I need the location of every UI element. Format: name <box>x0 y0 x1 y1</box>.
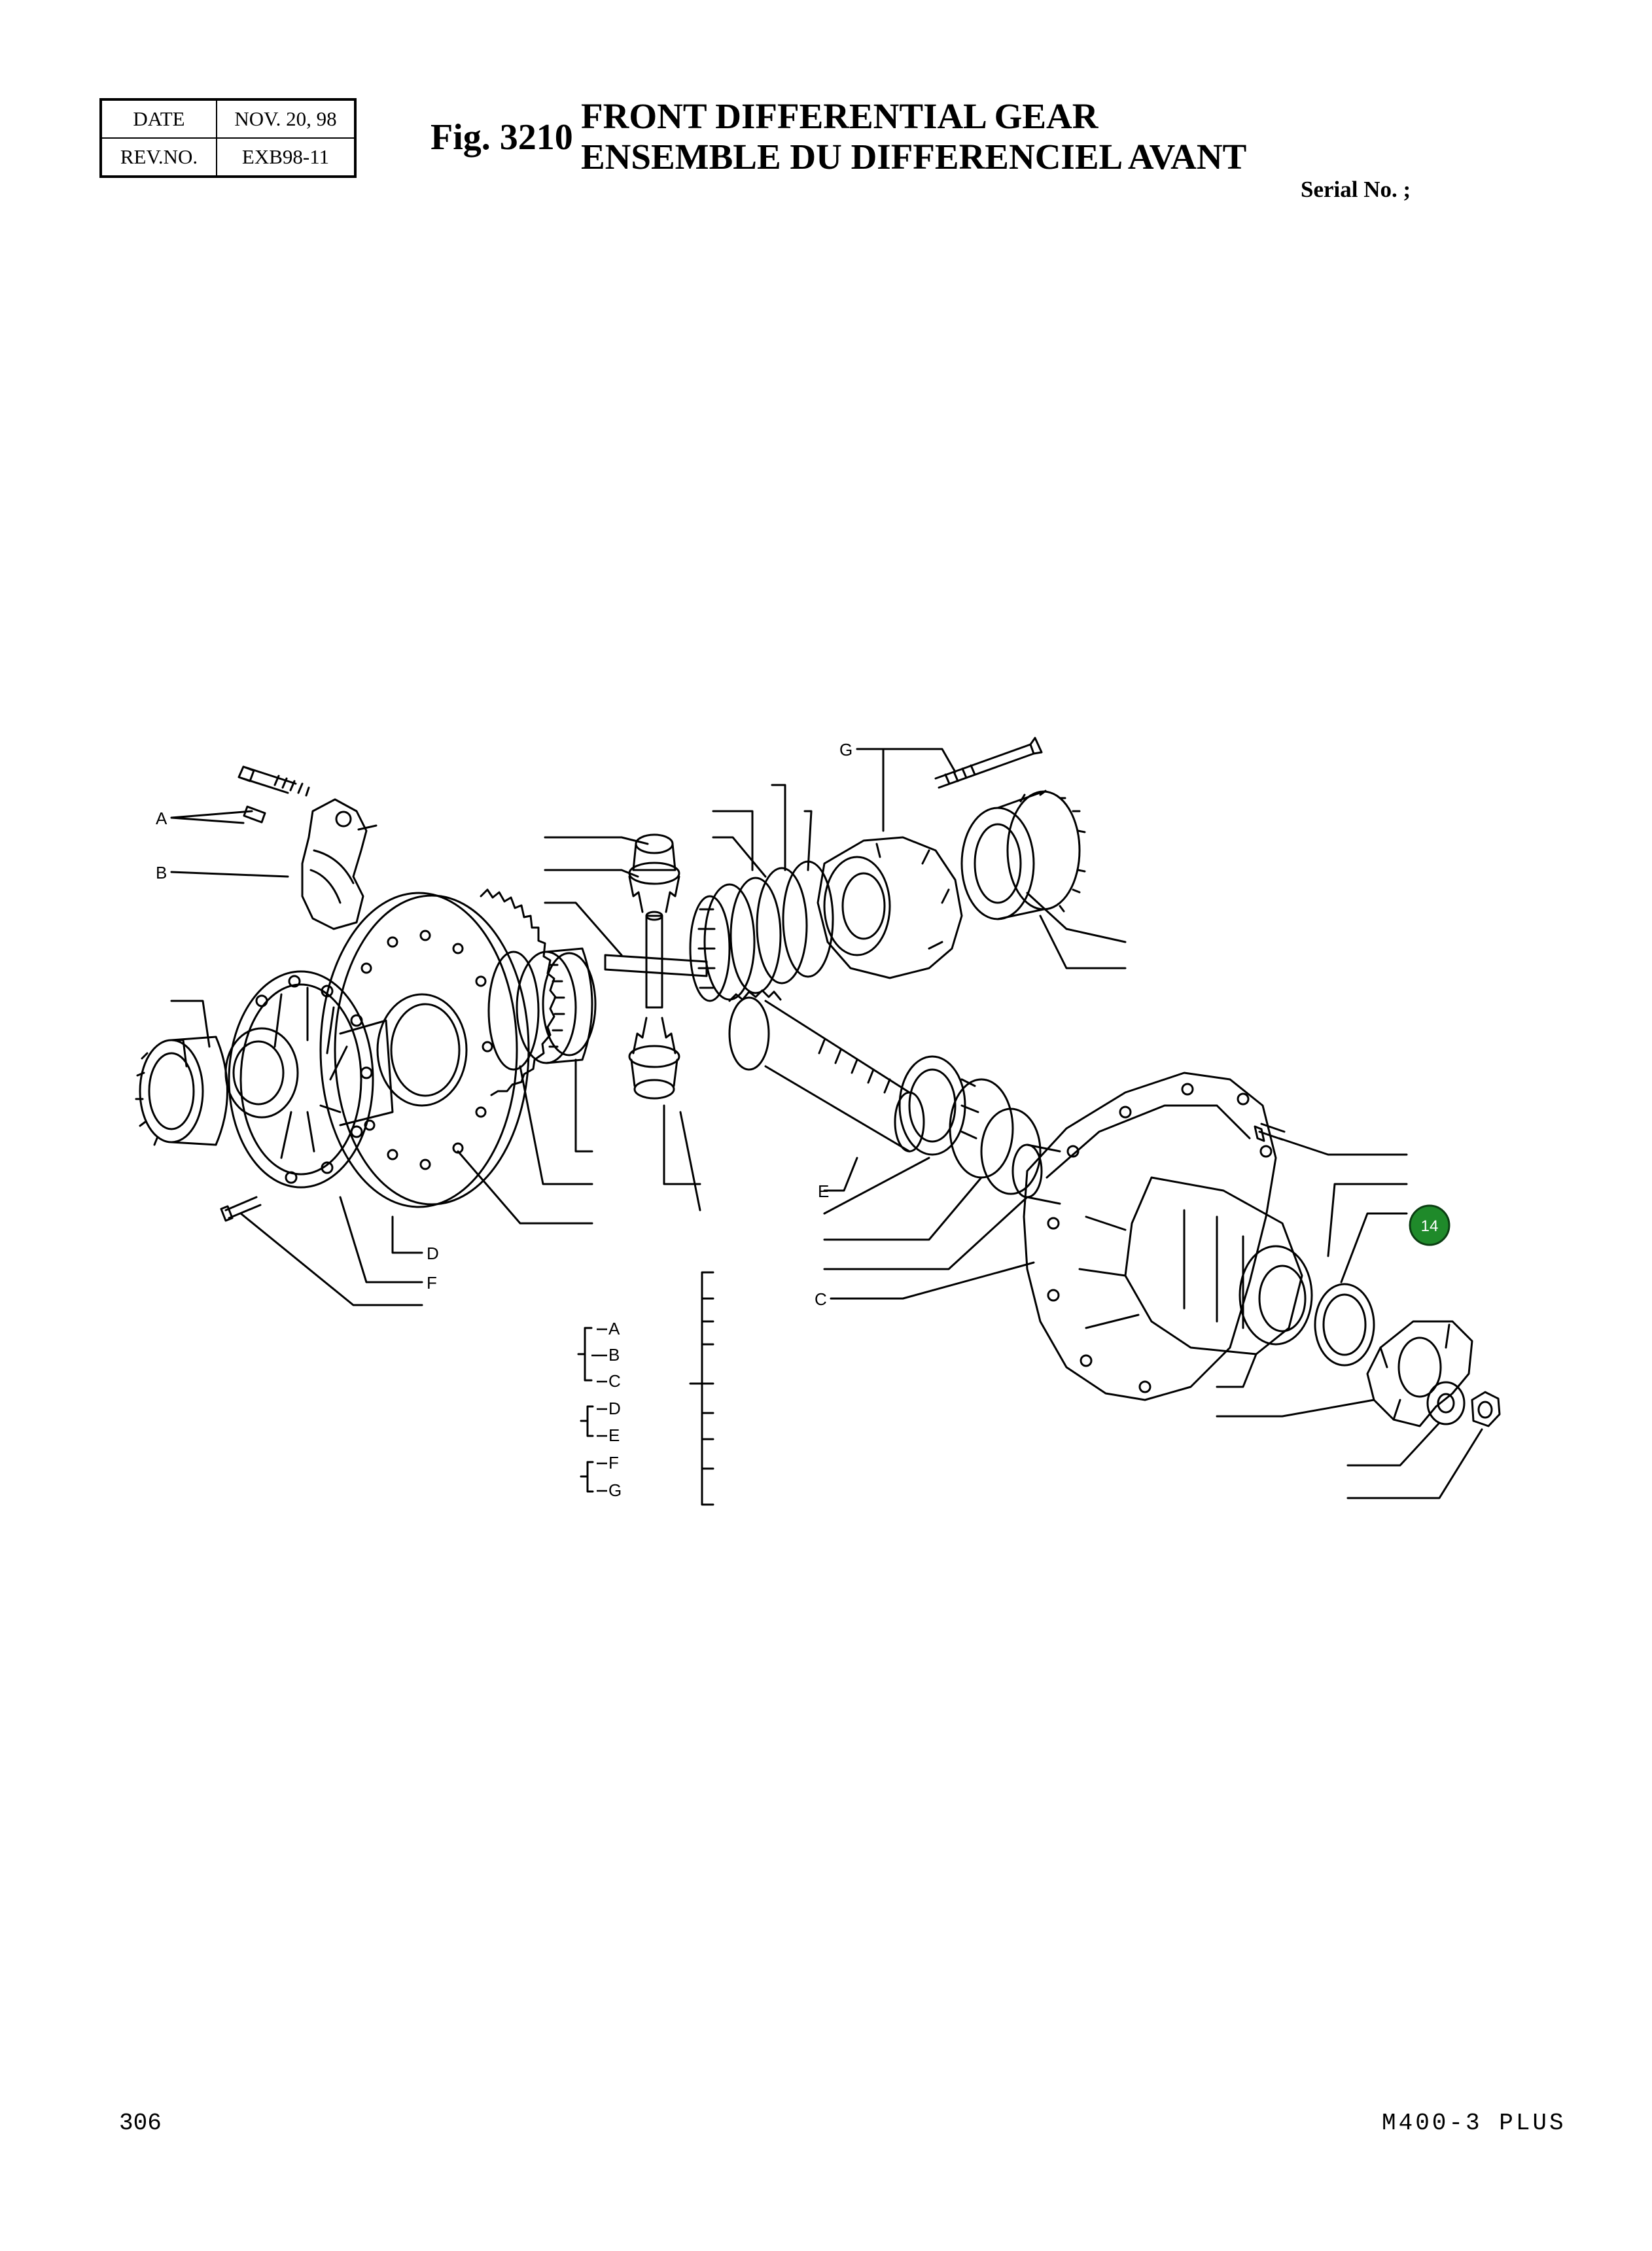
callout-letter-b: B <box>156 863 167 882</box>
leader-pinion-bearing-2 <box>823 1176 983 1241</box>
leader-flange <box>1216 1399 1375 1418</box>
date-value: NOV. 20, 98 <box>216 99 356 139</box>
leader-ring-gear <box>457 1150 593 1225</box>
leader-spacer <box>823 1196 1028 1270</box>
pinion-bearings <box>898 1055 1061 1205</box>
leader-side-gear-1 <box>574 1058 593 1153</box>
leader-clutch-4 <box>712 836 767 878</box>
leader-left-bolt <box>239 1212 423 1306</box>
revision-value: EXB98-11 <box>216 137 356 177</box>
leader-clutch-2 <box>771 784 786 871</box>
cap-bolt <box>237 765 297 794</box>
leader-washer-top <box>544 836 649 845</box>
leader-d <box>391 1215 423 1254</box>
leader-g <box>856 748 957 832</box>
side-bearing-right <box>960 790 1086 920</box>
legend-letter-g: G <box>608 1480 622 1500</box>
cage-flange <box>228 970 374 1189</box>
model-name: M400-3 PLUS <box>1382 2110 1566 2137</box>
legend-letter-f: F <box>608 1453 619 1473</box>
cage-hub-bore <box>232 1040 285 1106</box>
hotspot-label[interactable]: 14 <box>1421 1217 1439 1235</box>
legend-letter-d: D <box>608 1399 621 1418</box>
leader-side-gear-2 <box>519 1065 593 1185</box>
cage-bolt <box>220 1196 262 1222</box>
lower-pinion-gear <box>628 1017 680 1100</box>
leader-shaft <box>823 1157 858 1192</box>
leader-left-bearing <box>170 1000 211 1048</box>
callout-letter-a: A <box>156 809 167 828</box>
leader-pinion-bearing-1 <box>823 1157 930 1215</box>
upper-pinion-gear <box>628 833 680 913</box>
leader-cross <box>544 901 623 956</box>
output-flange <box>1366 1320 1473 1427</box>
leader-left-bearing-2 <box>170 1039 188 1068</box>
legend-bracket <box>577 1271 714 1506</box>
revision-label: REV.NO. <box>100 137 217 177</box>
bearing-cap-group <box>237 765 368 930</box>
clutch-pack <box>689 860 834 1002</box>
date-row: DATE NOV. 20, 98 <box>100 99 356 139</box>
side-bearing-left <box>135 1036 228 1146</box>
washer-and-nut <box>1426 1381 1501 1427</box>
callout-letter-c: C <box>815 1289 827 1309</box>
leader-nut <box>1346 1428 1483 1499</box>
legend-letter-a: A <box>608 1319 620 1338</box>
leader-a <box>170 810 253 824</box>
cage-hub <box>339 1019 394 1126</box>
title-french: ENSEMBLE DU DIFFERENCIEL AVANT <box>581 137 1247 177</box>
oil-seal <box>1314 1283 1375 1367</box>
legend-letter-e: E <box>608 1425 620 1445</box>
leader-clutch-3 <box>803 810 813 871</box>
figure-number: Fig. 3210 <box>431 117 573 158</box>
legend-letter-c: C <box>608 1371 621 1391</box>
leader-pinion-low-2 <box>679 1111 701 1212</box>
leader-pinion-top <box>544 869 639 878</box>
leader-washer-r <box>1346 1422 1441 1467</box>
cage-holes <box>255 975 373 1184</box>
cap-bolt-hole <box>335 811 352 828</box>
leader-clutch-1 <box>712 810 754 871</box>
legend-letter-b: B <box>608 1345 620 1365</box>
leader-bearing-right-2 <box>1039 915 1127 969</box>
title-english: FRONT DIFFERENTIAL GEAR <box>581 96 1098 136</box>
cap-bolt-thread <box>273 775 310 797</box>
long-bolt <box>934 737 1043 789</box>
leader-bearing-right <box>1026 892 1127 943</box>
leader-b <box>170 871 289 878</box>
leader-f <box>339 1196 423 1283</box>
callout-letter-f: F <box>427 1273 437 1293</box>
leader-housing-1 <box>1327 1183 1408 1257</box>
leader-c <box>830 1261 1035 1300</box>
callout-letter-d: D <box>427 1244 439 1263</box>
callout-letter-e: E <box>818 1181 829 1201</box>
leader-housing-low <box>1216 1353 1257 1388</box>
ring-gear <box>319 888 557 1208</box>
bearing-cap <box>301 798 368 930</box>
cage-ribs <box>273 986 348 1159</box>
page-number: 306 <box>119 2110 162 2137</box>
dowel-pin <box>243 805 266 824</box>
leader-seal <box>1340 1212 1408 1283</box>
revision-info-table: DATE NOV. 20, 98 REV.NO. EXB98-11 <box>99 98 357 178</box>
spider-cross <box>604 911 708 1009</box>
serial-number-label: Serial No. ; <box>1301 177 1411 202</box>
callout-letter-g: G <box>839 740 852 759</box>
cage-flange-inner <box>239 983 362 1176</box>
leader-cap-right <box>357 824 378 831</box>
side-gear <box>487 947 597 1071</box>
date-label: DATE <box>100 99 217 139</box>
part-hotspot-14[interactable]: 14 <box>1409 1204 1450 1246</box>
case-right-half <box>817 836 963 979</box>
leader-pinion-low <box>663 1104 701 1185</box>
pinion-shaft <box>728 989 925 1153</box>
revision-row: REV.NO. EXB98-11 <box>100 137 356 177</box>
leader-housing-bolt <box>1278 1137 1408 1156</box>
axle-housing <box>1023 1072 1313 1401</box>
hotspot-circle[interactable] <box>1409 1204 1450 1246</box>
differential-cage <box>224 970 394 1189</box>
